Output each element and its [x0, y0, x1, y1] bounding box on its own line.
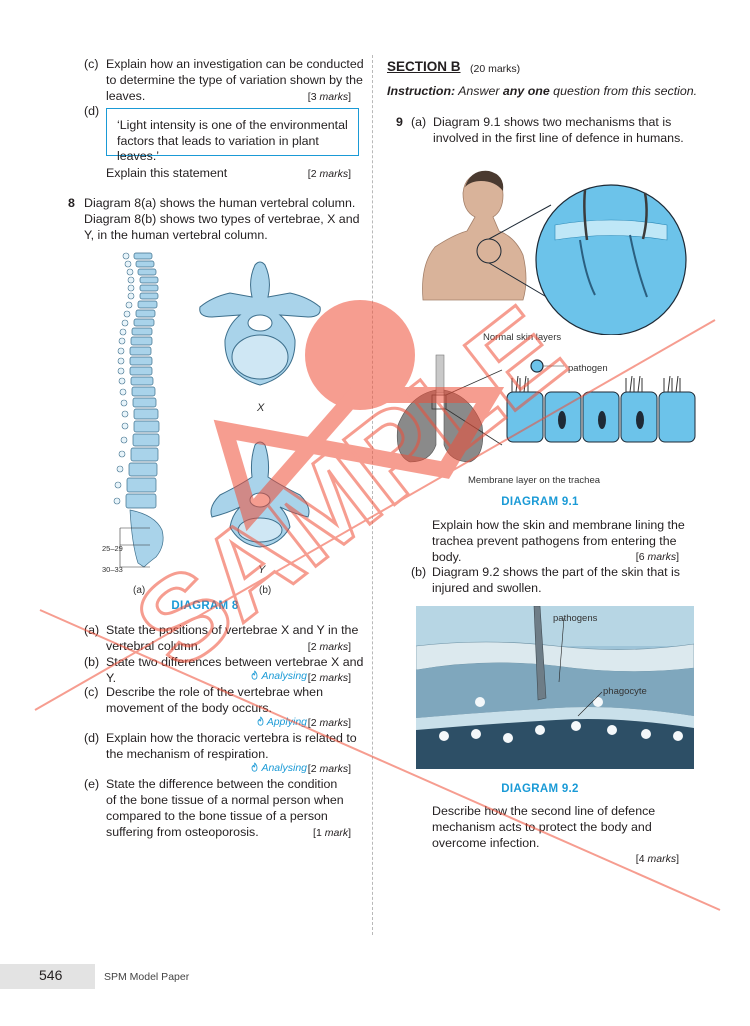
caption-trachea: Membrane layer on the trachea — [468, 475, 601, 486]
q8b-line-1: State two differences between vertebrae … — [106, 655, 364, 669]
question-8-number: 8 — [68, 196, 75, 210]
caption-pathogens: pathogens — [553, 613, 598, 624]
q9b-line-2: injured and swollen. — [432, 581, 542, 595]
q8d-line-1: Explain how the thoracic vertebra is rel… — [106, 731, 357, 745]
question-7c-line-1: Explain how an investigation can be cond… — [106, 57, 364, 71]
q8c-line-2: movement of the body occurs. — [106, 701, 272, 715]
section-b-marks: (20 marks) — [470, 63, 521, 75]
quote-line-2: factors that leads to variation in plant… — [117, 134, 319, 163]
man-back-illustration — [422, 170, 527, 301]
q9b-desc-3: overcome infection. — [432, 836, 540, 850]
marks-7d: [2 marks] — [307, 168, 351, 180]
q9a-line-2: involved in the first line of defence in… — [433, 131, 684, 145]
q8e-line-3: compared to the bone tissue of a person — [106, 809, 328, 823]
caption-skin-layers: Normal skin layers — [483, 332, 562, 343]
question-7c-label: (c) — [84, 57, 99, 71]
column-divider — [372, 55, 373, 935]
q8b-label: (b) — [84, 655, 100, 669]
caption-phagocyte: phagocyte — [603, 686, 647, 697]
q8c-label: (c) — [84, 685, 99, 699]
question-8-intro-1: Diagram 8(a) shows the human vertebral c… — [84, 196, 356, 210]
q9a-explain-1: Explain how the skin and membrane lining… — [432, 518, 685, 532]
q8e-label: (e) — [84, 777, 100, 791]
diagram-8-figure — [113, 252, 321, 568]
spine-range-2: 30–33 — [102, 565, 123, 574]
q9a-explain-2: trachea prevent pathogens from entering … — [432, 534, 677, 548]
skin-magnified-circle — [535, 184, 687, 335]
diagram-9-1-title: DIAGRAM 9.1 — [501, 496, 579, 508]
question-7d-instruction: Explain this statement — [106, 166, 228, 180]
q8a-label: (a) — [84, 623, 100, 637]
marks-8b: [2 marks] — [307, 672, 351, 684]
question-7c-line-3: leaves. — [106, 89, 146, 103]
vertebra-y — [210, 441, 310, 548]
diagram-9-1-trachea — [396, 354, 696, 463]
marks-9b: [4 marks] — [635, 853, 679, 865]
flame-icon — [252, 670, 258, 680]
question-8-intro-3: Y, in the human vertebral column. — [84, 228, 268, 242]
q9b-desc-2: mechanism acts to protect the body and — [432, 820, 652, 834]
q8b-line-2: Y. — [106, 671, 117, 685]
diagram-8-title: DIAGRAM 8 — [171, 600, 239, 612]
footer-band — [0, 964, 95, 989]
q9b-line-1: Diagram 9.2 shows the part of the skin t… — [432, 565, 680, 579]
marks-8a: [2 marks] — [307, 641, 351, 653]
marks-8e: [1 mark] — [313, 827, 351, 839]
question-7c-line-2: to determine the type of variation shown… — [106, 73, 363, 87]
lungs-illustration — [396, 354, 484, 463]
vertebra-x-label: X — [257, 402, 265, 414]
diagram-9-2-title: DIAGRAM 9.2 — [501, 783, 579, 795]
question-9-number: 9 — [396, 115, 403, 129]
q8d-label: (d) — [84, 731, 100, 745]
pathogen-particle — [530, 359, 544, 373]
skill-badge-8c: Applying — [256, 715, 307, 730]
diagram-8a-label: (a) — [133, 585, 146, 596]
skill-badge-8d: Analysing — [250, 761, 307, 776]
section-instruction: Instruction: Answer any one question fro… — [387, 84, 698, 98]
q8a-line-2: vertebral column. — [106, 639, 202, 653]
q8a-line-1: State the positions of vertebrae X and Y… — [106, 623, 359, 637]
flame-icon — [252, 762, 258, 772]
vertebra-y-label: Y — [258, 564, 266, 576]
diagram-8b-label: (b) — [259, 585, 272, 596]
question-7d-label: (d) — [84, 104, 100, 118]
marks-8d: [2 marks] — [307, 763, 351, 775]
q9a-line-1: Diagram 9.1 shows two mechanisms that is — [433, 115, 672, 129]
question-8-intro-2: Diagram 8(b) shows two types of vertebra… — [84, 212, 360, 226]
marks-7c: [3 marks] — [307, 91, 351, 103]
marks-8c: [2 marks] — [307, 717, 351, 729]
q8d-line-2: the mechanism of respiration. — [106, 747, 269, 761]
q8e-line-1: State the difference between the conditi… — [106, 777, 338, 791]
spine-range-1: 25–29 — [102, 544, 123, 553]
q8e-line-2: of the bone tissue of a normal person wh… — [106, 793, 344, 807]
section-b-title: SECTION B — [387, 59, 461, 74]
skill-badge-8b: Analysing — [250, 669, 307, 684]
diagram-9-1-skin — [422, 170, 687, 335]
vertebral-column — [125, 252, 164, 568]
page-source: SPM Model Paper — [104, 971, 190, 983]
q8e-line-4: suffering from osteoporosis. — [106, 825, 259, 839]
page-number: 546 — [39, 967, 63, 983]
q9a-explain-3: body. — [432, 550, 462, 564]
q9b-desc-1: Describe how the second line of defence — [432, 804, 656, 818]
caption-pathogen: pathogen — [568, 363, 608, 374]
quote-line-1: ‘Light intensity is one of the environme… — [117, 118, 348, 132]
q9a-label: (a) — [411, 115, 427, 129]
flame-icon — [257, 716, 264, 726]
marks-9a: [6 marks] — [635, 551, 679, 563]
q8c-line-1: Describe the role of the vertebrae when — [106, 685, 323, 699]
quote-box: ‘Light intensity is one of the environme… — [106, 108, 359, 163]
diagram-9-2-injured-skin — [416, 606, 694, 769]
q9b-label: (b) — [411, 565, 427, 579]
vertebra-x — [199, 261, 321, 386]
